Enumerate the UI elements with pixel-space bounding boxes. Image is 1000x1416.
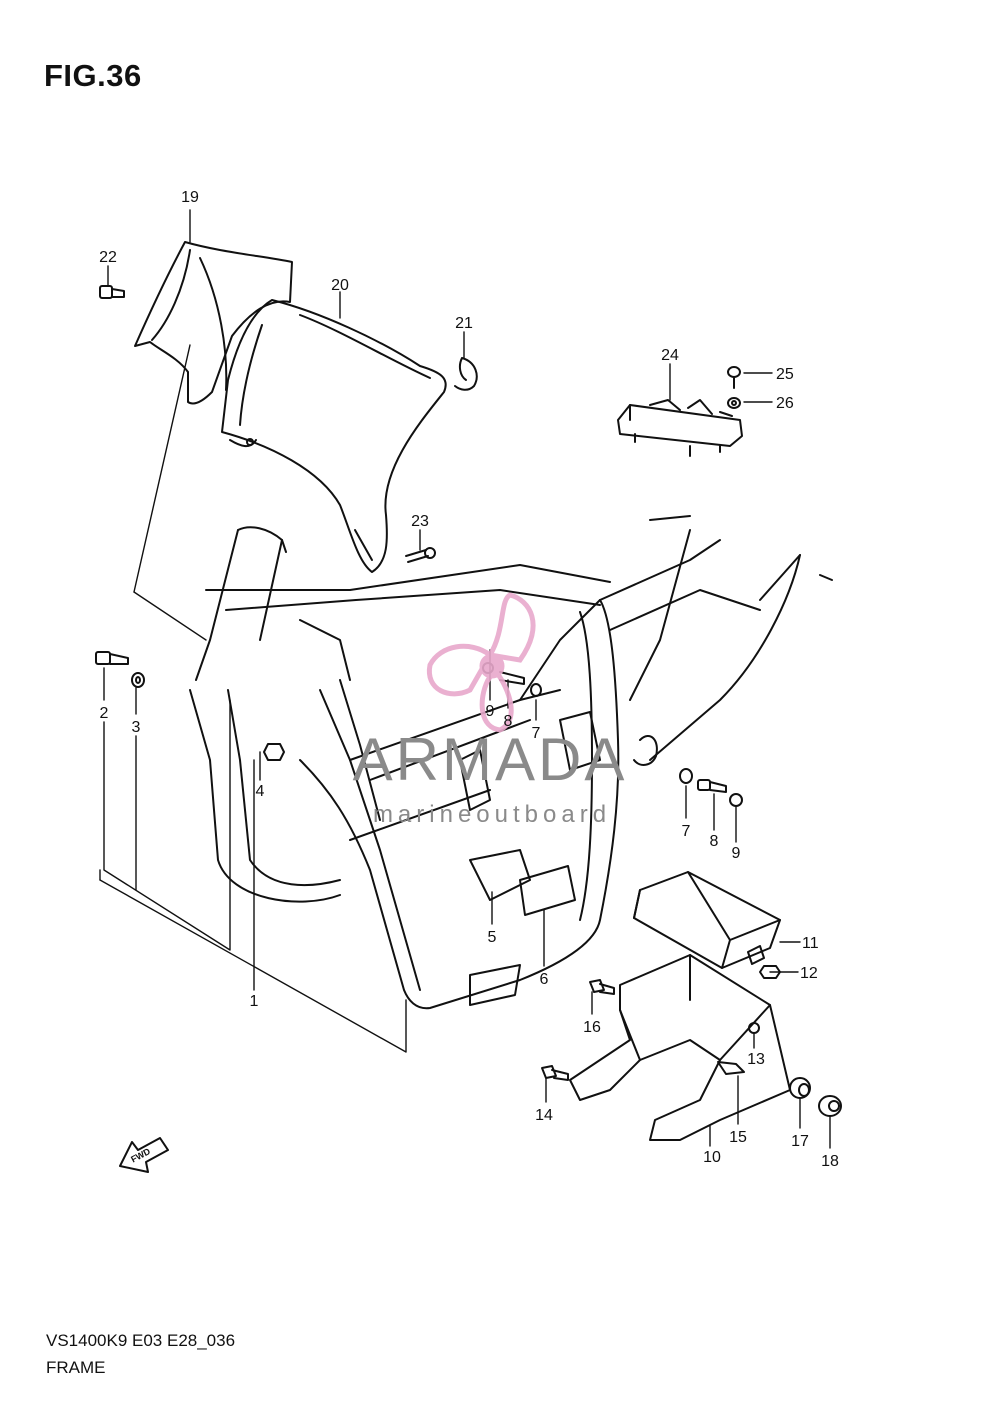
bolt-8-left-part (499, 671, 525, 685)
callout-8-right: 8 (710, 833, 719, 850)
bolt-12-part (759, 965, 781, 979)
callout-22: 22 (99, 249, 117, 266)
armada-watermark-logo (426, 592, 536, 733)
figure-title: FIG.36 (44, 58, 142, 93)
bolt-22-part (99, 285, 125, 299)
callout-23: 23 (411, 513, 429, 530)
callout-5: 5 (488, 929, 497, 946)
battery-holder-part (569, 954, 791, 1141)
mounting-bracket-part (617, 399, 743, 457)
frame-inner-cover-part (221, 299, 447, 573)
callout-6: 6 (540, 971, 549, 988)
bolt-23-part (405, 547, 436, 563)
screw-25-part (727, 366, 741, 389)
callout-18: 18 (821, 1153, 839, 1170)
callout-20: 20 (331, 277, 349, 294)
callout-11: 11 (802, 935, 819, 952)
section-name: FRAME (46, 1358, 106, 1377)
washer-3-part (131, 672, 145, 688)
propeller-icon (426, 643, 494, 697)
callout-16: 16 (583, 1019, 601, 1036)
bolt-16-part (589, 979, 615, 995)
callout-1: 1 (250, 993, 259, 1010)
callout-3: 3 (132, 719, 141, 736)
callout-26: 26 (776, 395, 794, 412)
nut-9-right-part (729, 793, 743, 807)
watermark-tagline: marineoutboard (373, 801, 611, 828)
main-frame-part (189, 515, 833, 1010)
cushion-17-part (789, 1077, 811, 1099)
washer-7-left-part (530, 683, 542, 697)
callout-19: 19 (181, 189, 199, 206)
watermark-brand: ARMADA (353, 726, 628, 793)
battery-part (633, 871, 781, 969)
model-code: VS1400K9 E03 E28_036 (46, 1331, 236, 1350)
callout-7-left: 7 (532, 725, 541, 742)
callout-7-right: 7 (682, 823, 691, 840)
callout-2: 2 (100, 705, 109, 722)
spacer-18-part (818, 1095, 842, 1117)
callout-9-right: 9 (732, 845, 741, 862)
callout-21: 21 (455, 315, 473, 332)
callout-24: 24 (661, 347, 679, 364)
callout-25: 25 (776, 366, 794, 383)
bolt-8-right-part (697, 779, 727, 793)
callout-15: 15 (729, 1129, 747, 1146)
callout-4: 4 (256, 783, 265, 800)
callout-10: 10 (703, 1149, 721, 1166)
washer-7-right-part (679, 768, 693, 784)
callout-9-left: 9 (486, 703, 495, 720)
callout-8-left: 8 (504, 713, 513, 730)
bolt-14-part (541, 1065, 569, 1081)
nut-26-part (727, 397, 741, 409)
callout-17: 17 (791, 1133, 809, 1150)
callout-14: 14 (535, 1107, 553, 1124)
callout-12: 12 (800, 965, 818, 982)
callout-13: 13 (747, 1051, 765, 1068)
nut-4-part (263, 743, 285, 761)
frame-cover-part (134, 241, 293, 447)
nut-13-part (748, 1022, 760, 1034)
fwd-arrow-icon (119, 1137, 169, 1173)
bolt-15-part (717, 1061, 745, 1075)
bolt-2-part (95, 651, 129, 665)
clip-part (454, 357, 478, 391)
